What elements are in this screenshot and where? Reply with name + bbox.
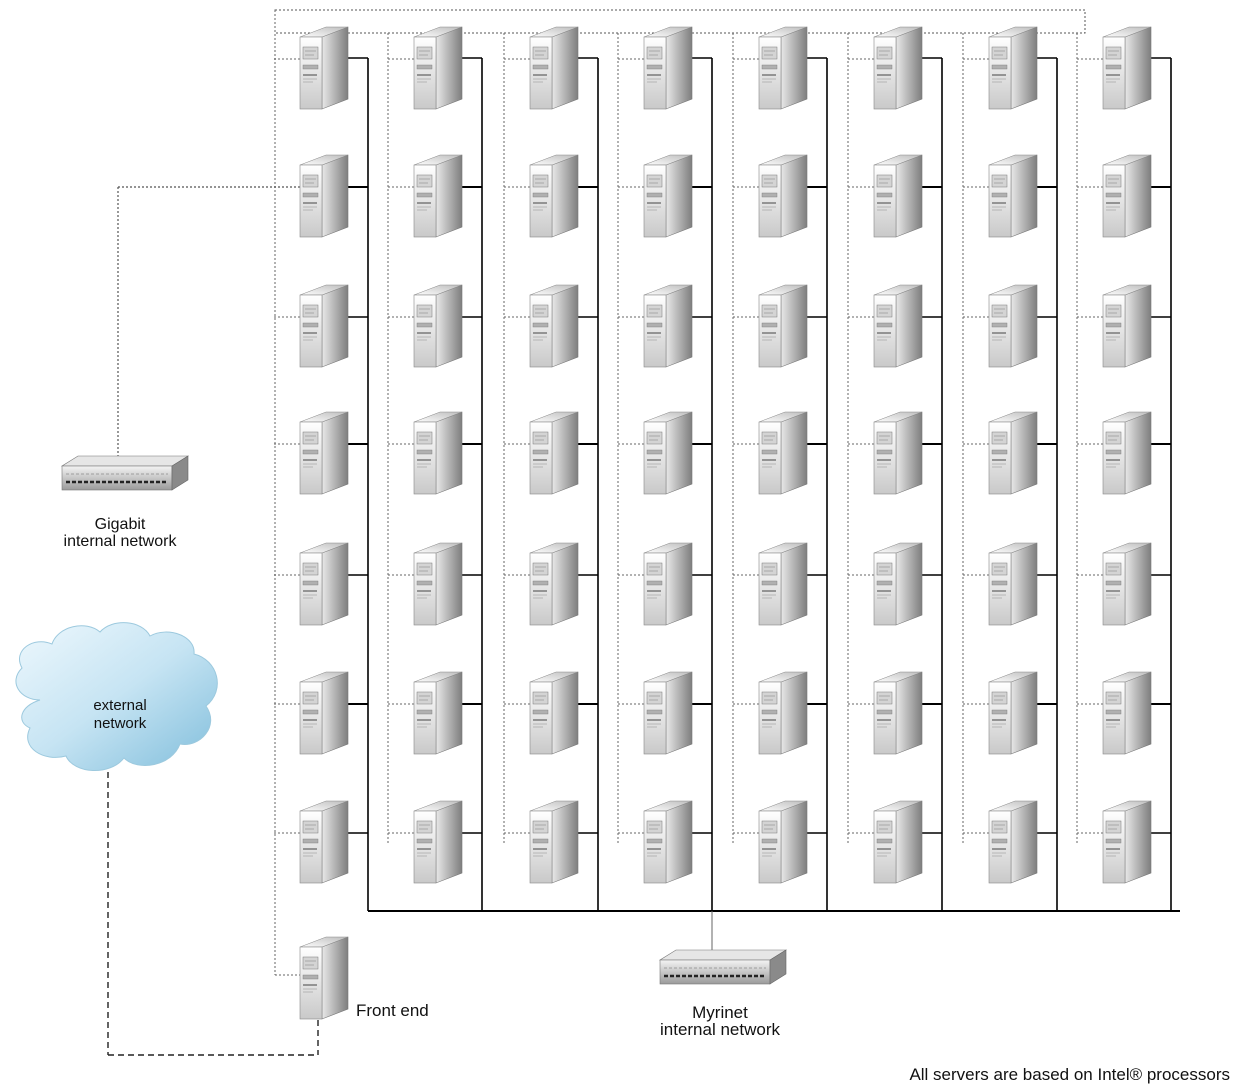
server-tower-icon xyxy=(413,411,463,495)
server-tower-icon xyxy=(873,671,923,755)
server-tower-icon xyxy=(299,411,349,495)
server-tower-icon xyxy=(299,542,349,626)
server-tower-icon xyxy=(988,542,1038,626)
server-tower-icon xyxy=(529,26,579,110)
myrinet-switch xyxy=(658,948,788,986)
server-tower-icon xyxy=(988,154,1038,238)
server-tower-icon xyxy=(1102,671,1152,755)
server-tower-icon xyxy=(529,411,579,495)
server-tower-icon xyxy=(529,671,579,755)
server-tower-icon xyxy=(873,154,923,238)
server-tower-icon xyxy=(873,26,923,110)
server-tower-icon xyxy=(299,284,349,368)
server-tower-icon xyxy=(758,800,808,884)
server-tower-icon xyxy=(988,800,1038,884)
gigabit-wiring xyxy=(107,10,1105,1056)
server-tower-icon xyxy=(873,284,923,368)
server-tower-icon xyxy=(758,542,808,626)
server-tower-icon xyxy=(988,411,1038,495)
server-tower-icon xyxy=(413,154,463,238)
server-tower-icon xyxy=(299,154,349,238)
server-tower-icon xyxy=(529,284,579,368)
server-tower-icon xyxy=(529,800,579,884)
server-tower-icon xyxy=(413,26,463,110)
server-tower-icon xyxy=(988,284,1038,368)
gigabit-label-line1: Gigabit xyxy=(94,516,146,533)
server-tower-icon xyxy=(988,671,1038,755)
front-end-label: Front end xyxy=(356,1001,429,1020)
myrinet-wiring xyxy=(348,57,1180,950)
external-network-label: external network xyxy=(30,697,210,733)
server-tower-icon xyxy=(758,26,808,110)
server-tower-icon xyxy=(643,800,693,884)
server-tower-icon xyxy=(1102,411,1152,495)
external-label-line2: network xyxy=(93,715,147,732)
server-tower-icon xyxy=(873,542,923,626)
external-label-line1: external xyxy=(93,697,147,714)
server-tower-icon xyxy=(299,800,349,884)
server-tower-icon xyxy=(299,671,349,755)
myrinet-network-label: Myrinet internal network xyxy=(610,1004,830,1038)
server-tower-icon xyxy=(413,284,463,368)
server-tower-icon xyxy=(413,542,463,626)
server-tower-icon xyxy=(1102,800,1152,884)
gigabit-network-label: Gigabit internal network xyxy=(20,516,220,550)
server-tower-icon xyxy=(873,411,923,495)
cloud-icon xyxy=(15,622,218,771)
server-tower-icon xyxy=(529,542,579,626)
myrinet-label-line2: internal network xyxy=(659,1020,780,1039)
server-tower-icon xyxy=(643,154,693,238)
server-tower-icon xyxy=(758,284,808,368)
server-tower-icon xyxy=(643,26,693,110)
server-tower-icon xyxy=(873,800,923,884)
server-tower-icon xyxy=(413,671,463,755)
server-tower-icon xyxy=(643,671,693,755)
gigabit-switch xyxy=(60,454,190,492)
server-tower-icon xyxy=(643,411,693,495)
server-tower-icon xyxy=(1102,26,1152,110)
server-tower-icon xyxy=(1102,542,1152,626)
server-tower-icon xyxy=(529,154,579,238)
server-grid xyxy=(299,26,1152,884)
gigabit-label-line2: internal network xyxy=(63,533,177,550)
server-tower-icon xyxy=(299,26,349,110)
server-tower-icon xyxy=(758,411,808,495)
myrinet-label-line1: Myrinet xyxy=(692,1003,748,1022)
server-tower-icon xyxy=(758,154,808,238)
front-end-server xyxy=(299,936,349,1020)
server-tower-icon xyxy=(988,26,1038,110)
server-tower-icon xyxy=(643,542,693,626)
server-tower-icon xyxy=(1102,154,1152,238)
server-tower-icon xyxy=(1102,284,1152,368)
server-tower-icon xyxy=(758,671,808,755)
footnote: All servers are based on Intel® processo… xyxy=(909,1065,1230,1084)
server-tower-icon xyxy=(413,800,463,884)
server-tower-icon xyxy=(643,284,693,368)
